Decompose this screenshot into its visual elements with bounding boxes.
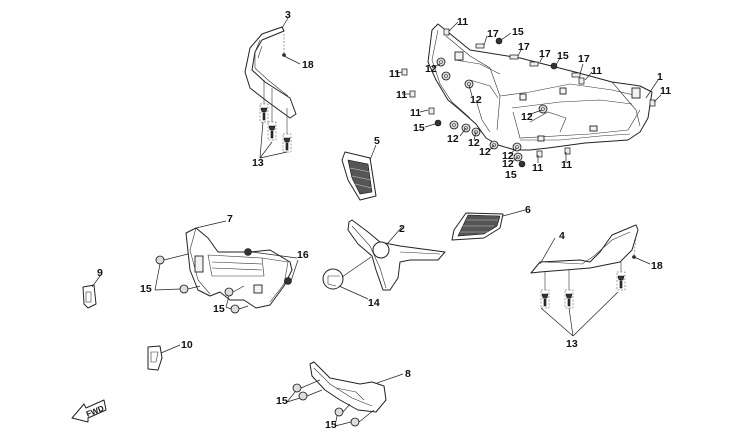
callout-12: 12: [425, 63, 437, 75]
callout-12: 12: [521, 111, 533, 123]
callout-15: 15: [557, 50, 569, 62]
callout-3: 3: [285, 9, 291, 21]
bolts-15-headlight: [154, 253, 249, 314]
part-8-lower-bracket[interactable]: [309, 361, 404, 413]
callout-12: 12: [502, 158, 514, 170]
callout-18: 18: [302, 59, 314, 71]
callout-8: 8: [405, 368, 411, 380]
rivets-13-left: [259, 17, 301, 159]
bolts-15-frame: [434, 37, 558, 168]
fwd-direction-arrow: FWD: [71, 399, 107, 423]
part-9-left-cap[interactable]: [82, 275, 101, 309]
callout-labels: 1 2 3 4 5 6 7 8 9 10 11 11 11 11 11 11 1…: [97, 9, 671, 431]
part-1-front-frame[interactable]: [427, 23, 653, 151]
clips-11: [401, 28, 656, 158]
callout-15: 15: [276, 395, 288, 407]
part-4-right-trim[interactable]: [530, 224, 651, 274]
bolts-15-bracket: [286, 379, 375, 427]
part-2-center-nose[interactable]: [347, 219, 446, 291]
callout-12: 12: [470, 94, 482, 106]
callout-4: 4: [559, 230, 565, 242]
callout-17: 17: [539, 48, 551, 60]
callout-11: 11: [660, 85, 671, 97]
callout-14: 14: [368, 297, 380, 309]
part-7-headlight-panel[interactable]: [185, 220, 293, 309]
callout-11: 11: [561, 159, 572, 171]
callout-12: 12: [447, 133, 459, 145]
callout-2: 2: [399, 223, 405, 235]
callout-15: 15: [213, 303, 225, 315]
part-10-right-cap[interactable]: [147, 344, 181, 371]
callout-12: 12: [479, 146, 491, 158]
callout-10: 10: [181, 339, 193, 351]
part-3-left-trim[interactable]: [244, 26, 297, 119]
callout-11: 11: [457, 16, 468, 28]
callout-18: 18: [651, 260, 663, 272]
leaders-frame: [395, 21, 662, 163]
callout-15: 15: [140, 283, 152, 295]
nuts-16: [244, 248, 299, 285]
callout-17: 17: [518, 41, 530, 53]
clip-nuts-17: [475, 43, 581, 78]
callout-5: 5: [374, 135, 380, 147]
callout-7: 7: [227, 213, 233, 225]
callout-11: 11: [591, 65, 602, 77]
callout-15: 15: [413, 122, 425, 134]
callout-1: 1: [657, 71, 663, 83]
callout-17: 17: [578, 53, 590, 65]
rivets-13-right: [540, 262, 626, 337]
callout-15: 15: [512, 26, 524, 38]
callout-13: 13: [252, 157, 264, 169]
callout-11: 11: [396, 89, 407, 101]
callout-16: 16: [297, 249, 309, 261]
callout-11: 11: [532, 162, 543, 174]
callout-11: 11: [410, 107, 421, 119]
callout-15: 15: [505, 169, 517, 181]
fwd-label: FWD: [85, 404, 105, 419]
part-14-emblem[interactable]: [322, 256, 372, 300]
part-5-left-grille[interactable]: [341, 144, 377, 201]
callout-15: 15: [325, 419, 337, 431]
callout-6: 6: [525, 204, 531, 216]
callout-12: 12: [468, 137, 480, 149]
part-6-right-grille[interactable]: [451, 209, 526, 241]
callout-17: 17: [487, 28, 499, 40]
callout-12: 12: [502, 150, 514, 162]
callout-11: 11: [389, 68, 400, 80]
callout-13: 13: [566, 338, 578, 350]
callout-9: 9: [97, 267, 103, 279]
